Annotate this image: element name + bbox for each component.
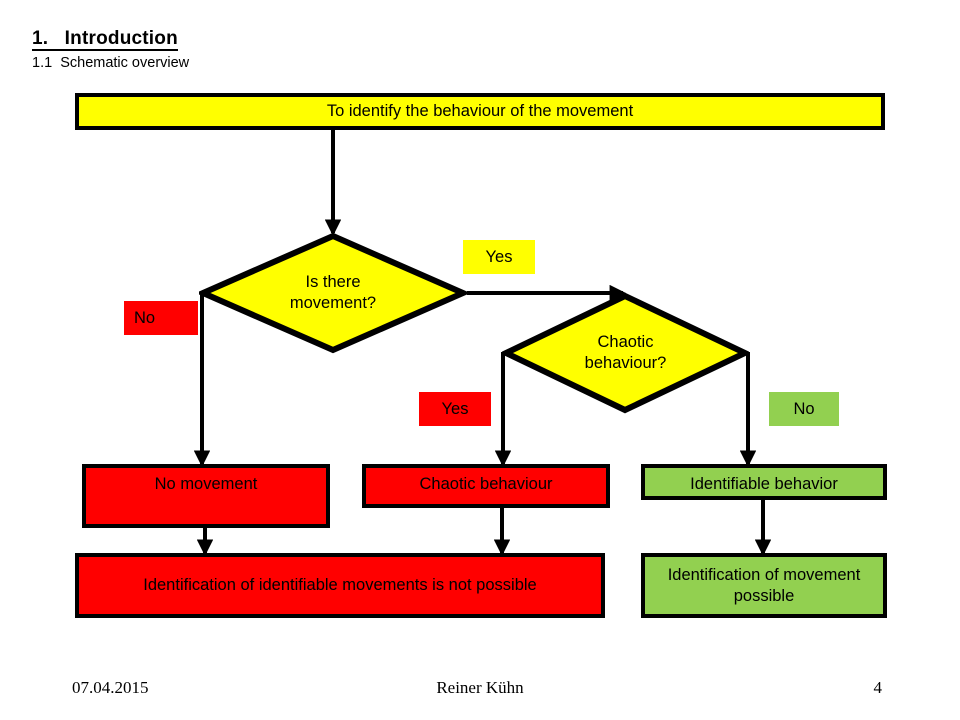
edge-label-decision2-no: No xyxy=(769,392,839,426)
outcome-box-chaotic-behaviour[interactable]: Chaotic behaviour xyxy=(362,464,610,508)
footer-page-number: 4 xyxy=(873,678,883,697)
footer-date: 07.04.2015 xyxy=(72,678,149,697)
result-box-movement-possible[interactable]: Identification of movement possible xyxy=(641,553,887,618)
result-box-not-possible-label: Identification of identifiable movements… xyxy=(143,576,537,594)
decision-is-there-movement[interactable]: Is there movement? xyxy=(199,232,467,354)
edge-label-decision1-yes: Yes xyxy=(463,240,535,274)
decision-chaotic-behaviour[interactable]: Chaotic behaviour? xyxy=(502,292,749,414)
edge-label-decision2-no-text: No xyxy=(793,400,815,418)
decision-2-label: Chaotic behaviour? xyxy=(584,333,667,372)
outcome-box-no-movement-label: No movement xyxy=(154,475,258,493)
start-box[interactable]: To identify the behaviour of the movemen… xyxy=(75,93,885,130)
slide-footer: 07.04.2015 Reiner Kühn 4 xyxy=(0,678,960,700)
page-subtitle: 1.1 Schematic overview xyxy=(32,55,190,71)
edge-label-decision1-no-text: No xyxy=(134,309,156,327)
outcome-box-identifiable-behavior-label: Identifiable behavior xyxy=(690,475,838,493)
outcome-box-identifiable-behavior[interactable]: Identifiable behavior xyxy=(641,464,887,500)
outcome-box-no-movement[interactable]: No movement xyxy=(82,464,330,528)
footer-author: Reiner Kühn xyxy=(436,678,524,697)
edge-label-decision2-yes: Yes xyxy=(419,392,491,426)
outcome-box-chaotic-behaviour-label: Chaotic behaviour xyxy=(419,475,553,493)
page-title: 1. Introduction xyxy=(32,28,178,51)
start-box-label: To identify the behaviour of the movemen… xyxy=(326,102,634,120)
edge-label-decision1-yes-text: Yes xyxy=(485,248,513,266)
decision-1-label: Is there movement? xyxy=(289,273,377,312)
edge-label-decision1-no: No xyxy=(124,301,198,335)
edge-label-decision2-yes-text: Yes xyxy=(441,400,469,418)
result-box-not-possible[interactable]: Identification of identifiable movements… xyxy=(75,553,605,618)
slide-heading-block: 1. Introduction 1.1 Schematic overview xyxy=(32,28,532,72)
result-box-movement-possible-label: Identification of movement possible xyxy=(667,565,861,605)
